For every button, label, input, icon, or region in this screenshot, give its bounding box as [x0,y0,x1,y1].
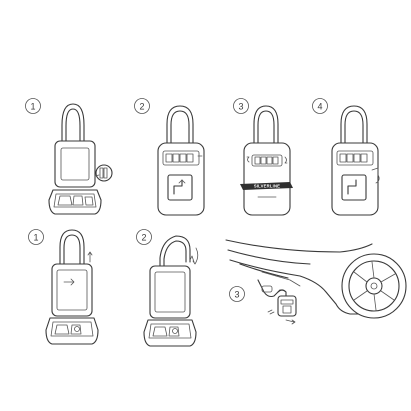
step-number-row2-3: 3 [234,290,239,300]
step-badge-row2-1: 1 [28,229,44,245]
step-badge-row2-3: 3 [229,286,245,302]
lockbox-key-insert [45,229,99,345]
step-number-4: 4 [317,102,322,112]
step-number-row2-2: 2 [141,233,146,243]
step-number-3: 3 [238,102,243,112]
step-number-1: 1 [30,102,35,112]
step-badge-4: 4 [312,98,328,114]
step-number-row2-1: 1 [33,233,38,243]
step-badge-row2-2: 2 [136,229,152,245]
brand-label: SILVERLINE [254,184,280,189]
lockbox-closed-front [157,105,205,216]
step-badge-2: 2 [134,98,150,114]
lockbox-shackle-open [143,235,199,347]
lockbox-open-lid [48,103,113,215]
step-badge-3: 3 [233,98,249,114]
step-number-2: 2 [139,102,144,112]
lockbox-closed-lever [331,105,380,216]
car-wheel-scene [225,239,407,325]
step-badge-1: 1 [25,98,41,114]
lockbox-branded: SILVERLINE [240,105,293,216]
